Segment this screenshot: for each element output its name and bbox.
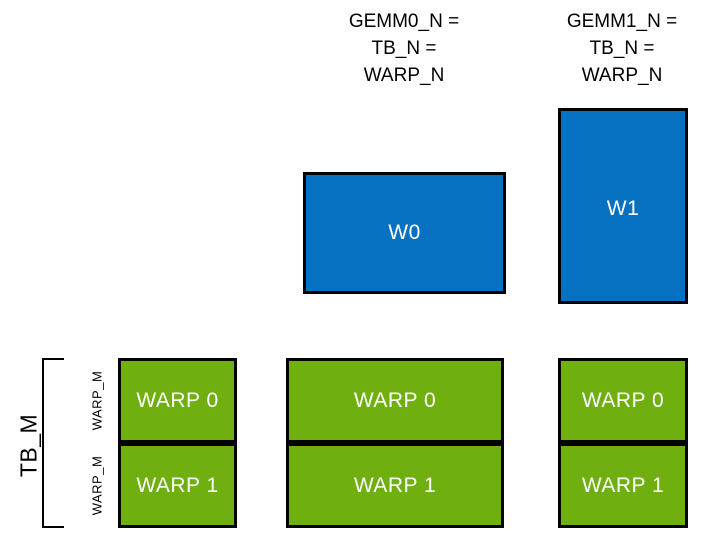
column-header-gemm0: GEMM0_N = TB_N = WARP_N bbox=[329, 8, 479, 89]
tb-m-label: TB_M bbox=[16, 401, 43, 491]
warp-cell-label: WARP 0 bbox=[353, 388, 437, 412]
warp-m-label-text: WARP_M bbox=[89, 370, 105, 431]
warp-cell-label: WARP 0 bbox=[581, 388, 665, 412]
warp-cell-label: WARP 1 bbox=[581, 473, 665, 497]
warp-cell-c2-warp1[interactable]: WARP 1 bbox=[558, 443, 688, 528]
warp-cell-c0-warp0[interactable]: WARP 0 bbox=[118, 358, 237, 443]
header-line-1: GEMM1_N = bbox=[566, 11, 678, 32]
warp-cell-label: WARP 0 bbox=[136, 388, 219, 412]
tb-m-bracket bbox=[42, 358, 64, 528]
warp-m-label-bottom: WARP_M bbox=[90, 441, 105, 531]
w-block-w0[interactable]: W0 bbox=[303, 172, 506, 294]
warp-m-label-text: WARP_M bbox=[89, 455, 105, 516]
warp-cell-c0-warp1[interactable]: WARP 1 bbox=[118, 443, 237, 528]
header-line-2: TB_N = bbox=[589, 38, 655, 59]
header-line-1: GEMM0_N = bbox=[348, 11, 460, 32]
warp-cell-label: WARP 1 bbox=[136, 473, 219, 497]
warp-cell-c1-warp1[interactable]: WARP 1 bbox=[286, 443, 504, 528]
warp-cell-label: WARP 1 bbox=[353, 473, 437, 497]
w-block-label: W1 bbox=[606, 197, 640, 220]
tb-m-label-text: TB_M bbox=[15, 413, 42, 478]
column-header-gemm1: GEMM1_N = TB_N = WARP_N bbox=[547, 8, 697, 89]
header-line-3: WARP_N bbox=[363, 65, 445, 86]
warp-cell-c2-warp0[interactable]: WARP 0 bbox=[558, 358, 688, 443]
w-block-label: W0 bbox=[388, 221, 421, 244]
warp-m-label-top: WARP_M bbox=[90, 356, 105, 446]
header-line-3: WARP_N bbox=[581, 65, 663, 86]
w-block-w1[interactable]: W1 bbox=[558, 108, 688, 304]
header-line-2: TB_N = bbox=[371, 38, 437, 59]
warp-cell-c1-warp0[interactable]: WARP 0 bbox=[286, 358, 504, 443]
